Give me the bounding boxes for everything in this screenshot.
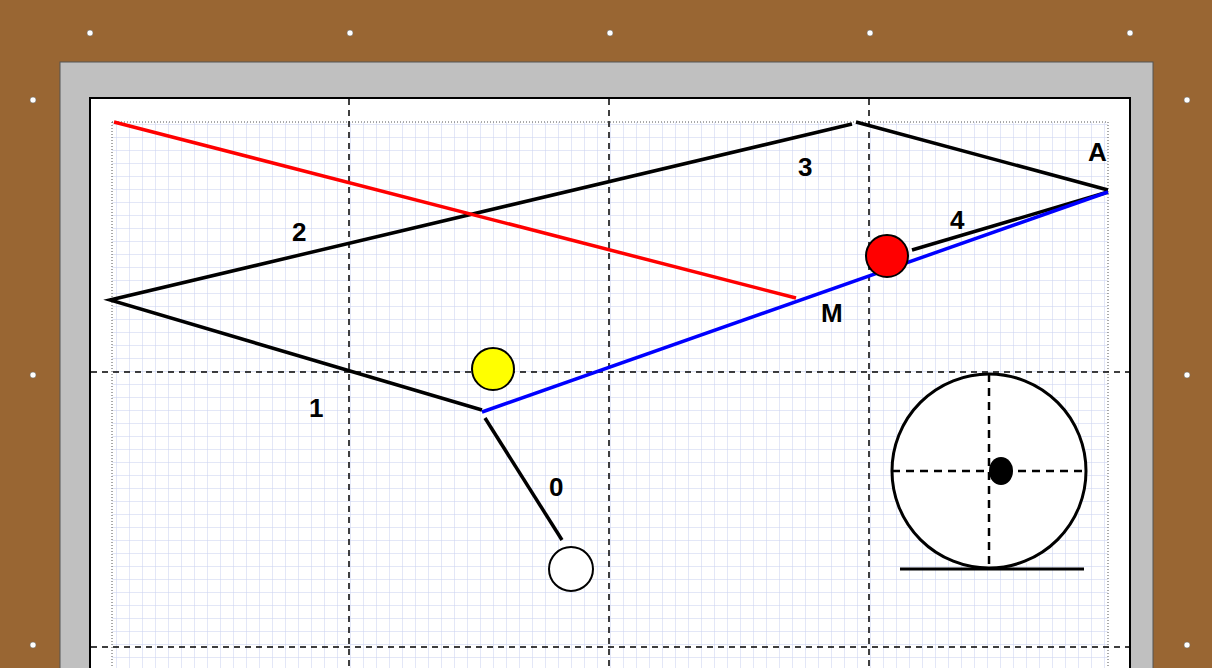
yellow-ball xyxy=(472,348,514,390)
red-line xyxy=(114,122,796,298)
shot-number: 4 xyxy=(950,207,964,233)
red-ball xyxy=(866,235,908,277)
diamond-lines xyxy=(91,99,1129,668)
diamonds xyxy=(30,30,1190,648)
point-label: M xyxy=(821,300,843,326)
spin-indicator xyxy=(892,374,1086,569)
white-ball xyxy=(549,547,593,591)
grid xyxy=(112,122,1108,668)
shot-number: 3 xyxy=(798,154,812,180)
shot-number: 1 xyxy=(309,395,323,421)
shot-number: 0 xyxy=(549,474,563,500)
rail xyxy=(60,62,1153,668)
cloth xyxy=(90,98,1130,668)
point-label: A xyxy=(1088,139,1107,165)
shot-number: 2 xyxy=(292,219,306,245)
